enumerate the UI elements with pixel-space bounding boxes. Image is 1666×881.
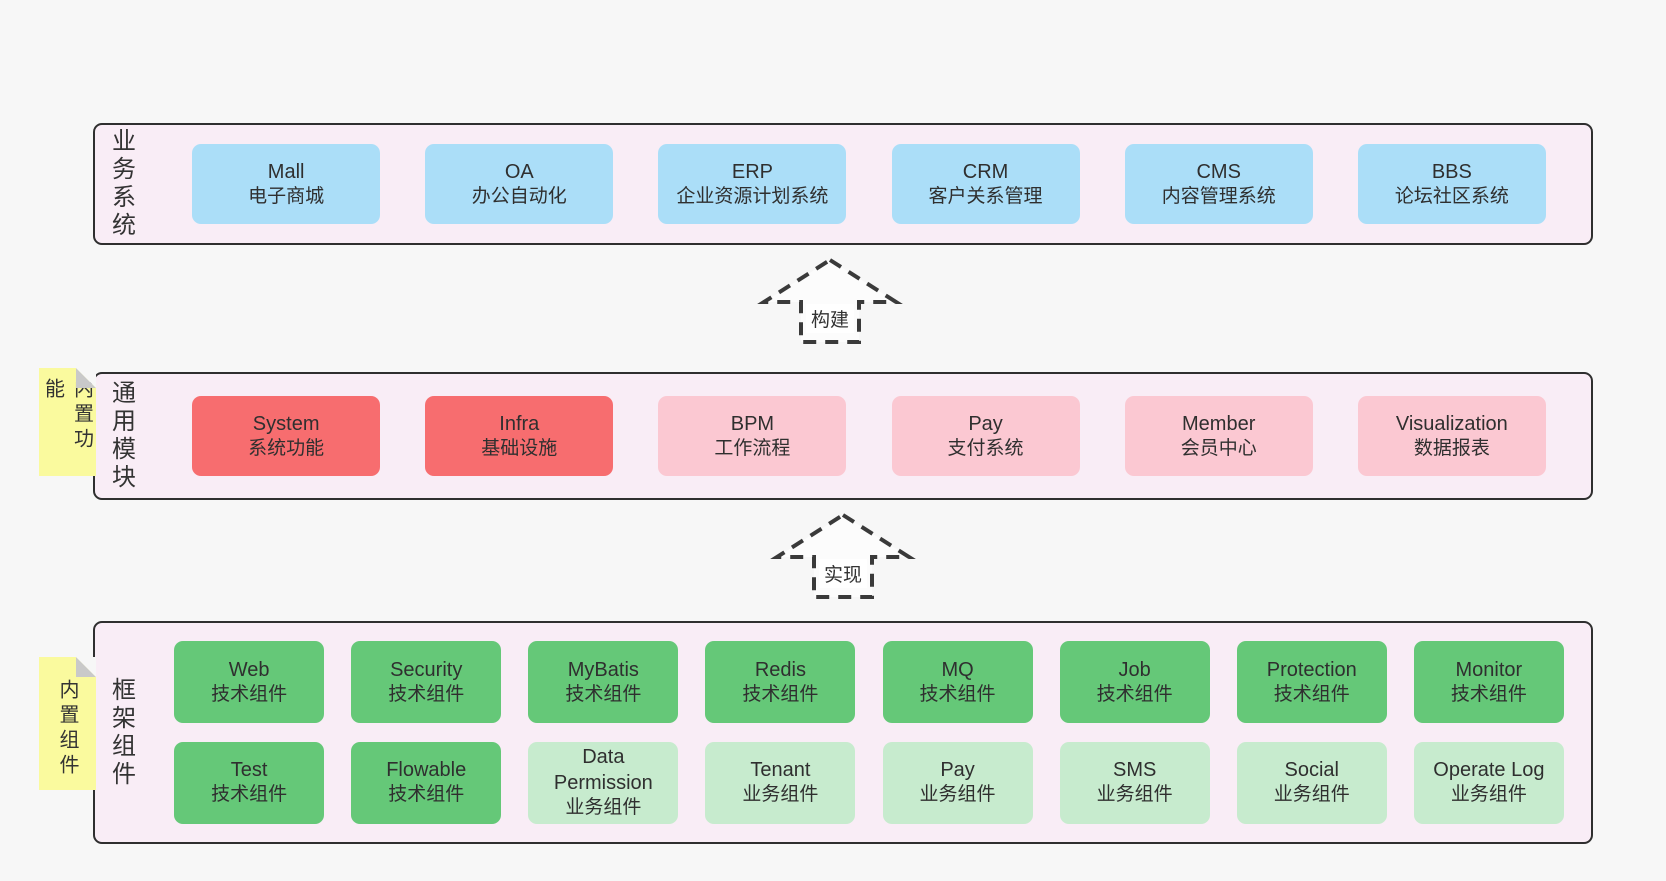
node-monitor: Monitor 技术组件 <box>1413 641 1564 724</box>
node-mq: MQ 技术组件 <box>882 641 1033 724</box>
node-security: Security 技术组件 <box>351 641 502 724</box>
node-job: Job 技术组件 <box>1059 641 1210 724</box>
node-web: Web 技术组件 <box>174 641 325 724</box>
common-modules-row: System 系统功能 Infra 基础设施 BPM 工作流程 Pay 支付系统… <box>147 374 1591 498</box>
node-flowable: Flowable 技术组件 <box>351 741 502 824</box>
folded-corner-icon <box>76 657 96 677</box>
node-oa: OA 办公自动化 <box>425 144 614 224</box>
framework-components-rows: Web 技术组件 Security 技术组件 MyBatis 技术组件 Redi… <box>147 623 1591 842</box>
common-modules-label: 通用模块 <box>107 380 135 492</box>
framework-components-container: 框架组件 Web 技术组件 Security 技术组件 MyBatis 技术组件… <box>93 621 1593 844</box>
arrow-implement-icon: 实现 <box>770 512 916 599</box>
sticky-note-builtin-features: 内置功能 <box>39 368 96 476</box>
node-mybatis: MyBatis 技术组件 <box>528 641 679 724</box>
node-bbs: BBS 论坛社区系统 <box>1357 144 1546 224</box>
node-member: Member 会员中心 <box>1124 396 1313 476</box>
arrow-implement-label: 实现 <box>824 564 862 586</box>
node-redis: Redis 技术组件 <box>705 641 856 724</box>
node-data-permission: Data Permission 业务组件 <box>528 741 679 824</box>
node-crm: CRM 客户关系管理 <box>891 144 1080 224</box>
common-modules-container: 通用模块 System 系统功能 Infra 基础设施 BPM 工作流程 Pay… <box>93 372 1593 500</box>
framework-components-label: 框架组件 <box>107 676 135 789</box>
node-mall: Mall 电子商城 <box>192 144 381 224</box>
business-systems-row: Mall 电子商城 OA 办公自动化 ERP 企业资源计划系统 CRM 客户关系… <box>147 125 1591 243</box>
node-protection: Protection 技术组件 <box>1236 641 1387 724</box>
node-tenant: Tenant 业务组件 <box>705 741 856 824</box>
node-system: System 系统功能 <box>192 396 381 476</box>
sticky-note-builtin-components: 内置组件 <box>39 657 96 790</box>
node-bpm: BPM 工作流程 <box>658 396 847 476</box>
tech-components-row: Web 技术组件 Security 技术组件 MyBatis 技术组件 Redi… <box>147 641 1591 724</box>
node-operate-log: Operate Log 业务组件 <box>1413 741 1564 824</box>
node-cms: CMS 内容管理系统 <box>1124 144 1313 224</box>
node-pay-component: Pay 业务组件 <box>882 741 1033 824</box>
business-systems-container: 业务系统 Mall 电子商城 OA 办公自动化 ERP 企业资源计划系统 CRM… <box>93 123 1593 245</box>
node-test: Test 技术组件 <box>174 741 325 824</box>
node-pay-module: Pay 支付系统 <box>891 396 1080 476</box>
arrow-build-label: 构建 <box>811 309 849 331</box>
arrow-build-icon: 构建 <box>757 257 903 344</box>
node-infra: Infra 基础设施 <box>425 396 614 476</box>
node-sms: SMS 业务组件 <box>1059 741 1210 824</box>
arrow-label-bg <box>819 559 867 588</box>
folded-corner-icon <box>76 368 96 388</box>
node-visualization: Visualization 数据报表 <box>1357 396 1546 476</box>
biz-components-row: Test 技术组件 Flowable 技术组件 Data Permission … <box>147 741 1591 824</box>
arrow-label-bg <box>806 304 854 333</box>
node-social: Social 业务组件 <box>1236 741 1387 824</box>
business-systems-label: 业务系统 <box>107 128 135 240</box>
node-erp: ERP 企业资源计划系统 <box>658 144 847 224</box>
